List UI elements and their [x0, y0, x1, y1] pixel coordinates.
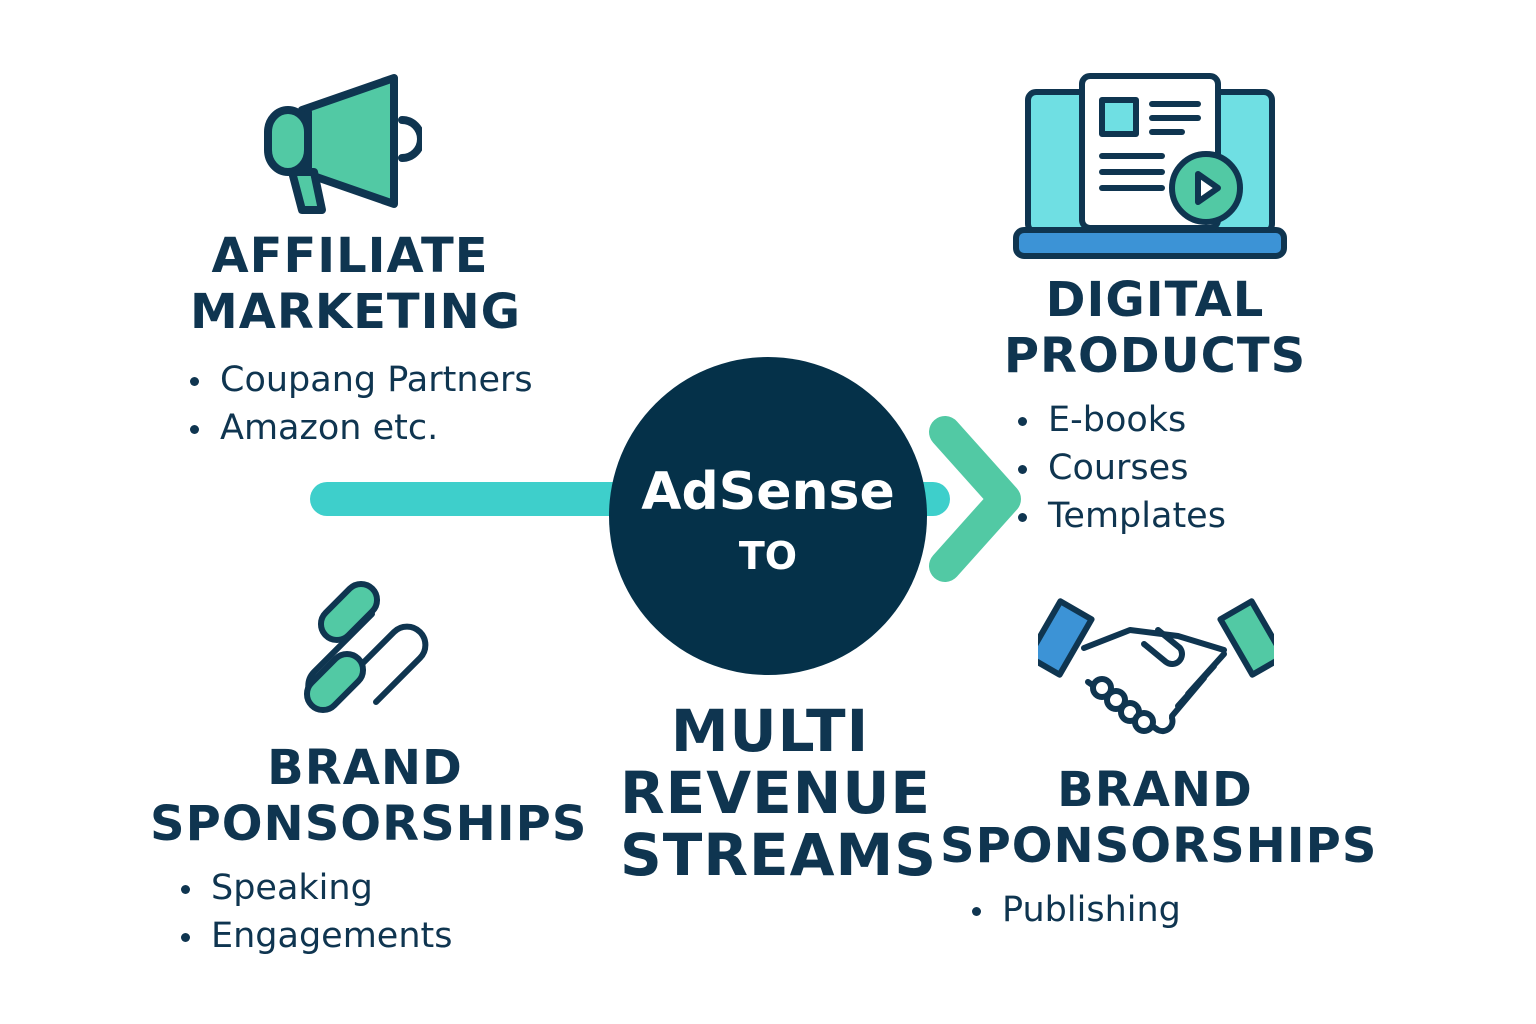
brand-right-heading: BRAND SPONSORSHIPS — [940, 762, 1378, 874]
main-title-line-2: REVENUE — [620, 759, 932, 827]
brand-left-heading-line-2: SPONSORSHIPS — [150, 796, 588, 852]
affiliate-heading: AFFILIATE MARKETING — [190, 228, 522, 340]
list-item: Speaking — [175, 864, 452, 912]
brand-right-list: Publishing — [966, 886, 1181, 934]
main-title-line-1: MULTI — [670, 697, 870, 765]
paperclip-link-icon — [303, 580, 429, 714]
brand-left-heading: BRAND SPONSORSHIPS — [150, 740, 588, 852]
megaphone-icon — [264, 74, 422, 214]
handshake-icon — [1038, 598, 1274, 735]
main-title-line-3: STREAMS — [620, 821, 937, 889]
list-item: Engagements — [175, 912, 452, 960]
list-item: Templates — [1012, 492, 1226, 540]
list-item: Publishing — [966, 886, 1181, 934]
affiliate-heading-line-2: MARKETING — [190, 284, 522, 340]
list-item: Coupang Partners — [184, 356, 533, 404]
center-subtitle: TO — [738, 534, 798, 578]
brand-right-heading-line-1: BRAND — [1057, 762, 1253, 818]
brand-right-heading-line-2: SPONSORSHIPS — [940, 818, 1378, 874]
center-title: AdSense — [641, 462, 895, 522]
digital-heading: DIGITAL PRODUCTS — [1000, 272, 1310, 384]
affiliate-list: Coupang Partners Amazon etc. — [184, 356, 533, 452]
affiliate-heading-line-1: AFFILIATE — [211, 228, 489, 284]
main-title: MULTI REVENUE STREAMS — [620, 697, 937, 889]
arrow-head-icon — [929, 416, 1021, 582]
laptop-document-icon — [1013, 73, 1287, 259]
digital-heading-line-1: DIGITAL — [1045, 272, 1265, 328]
list-item: Amazon etc. — [184, 404, 533, 452]
list-item: Courses — [1012, 444, 1226, 492]
digital-list: E-books Courses Templates — [1012, 396, 1226, 540]
digital-heading-line-2: PRODUCTS — [1003, 328, 1307, 384]
brand-left-list: Speaking Engagements — [175, 864, 452, 960]
center-circle: AdSense TO — [609, 357, 927, 675]
list-item: E-books — [1012, 396, 1226, 444]
brand-left-heading-line-1: BRAND — [267, 740, 463, 796]
